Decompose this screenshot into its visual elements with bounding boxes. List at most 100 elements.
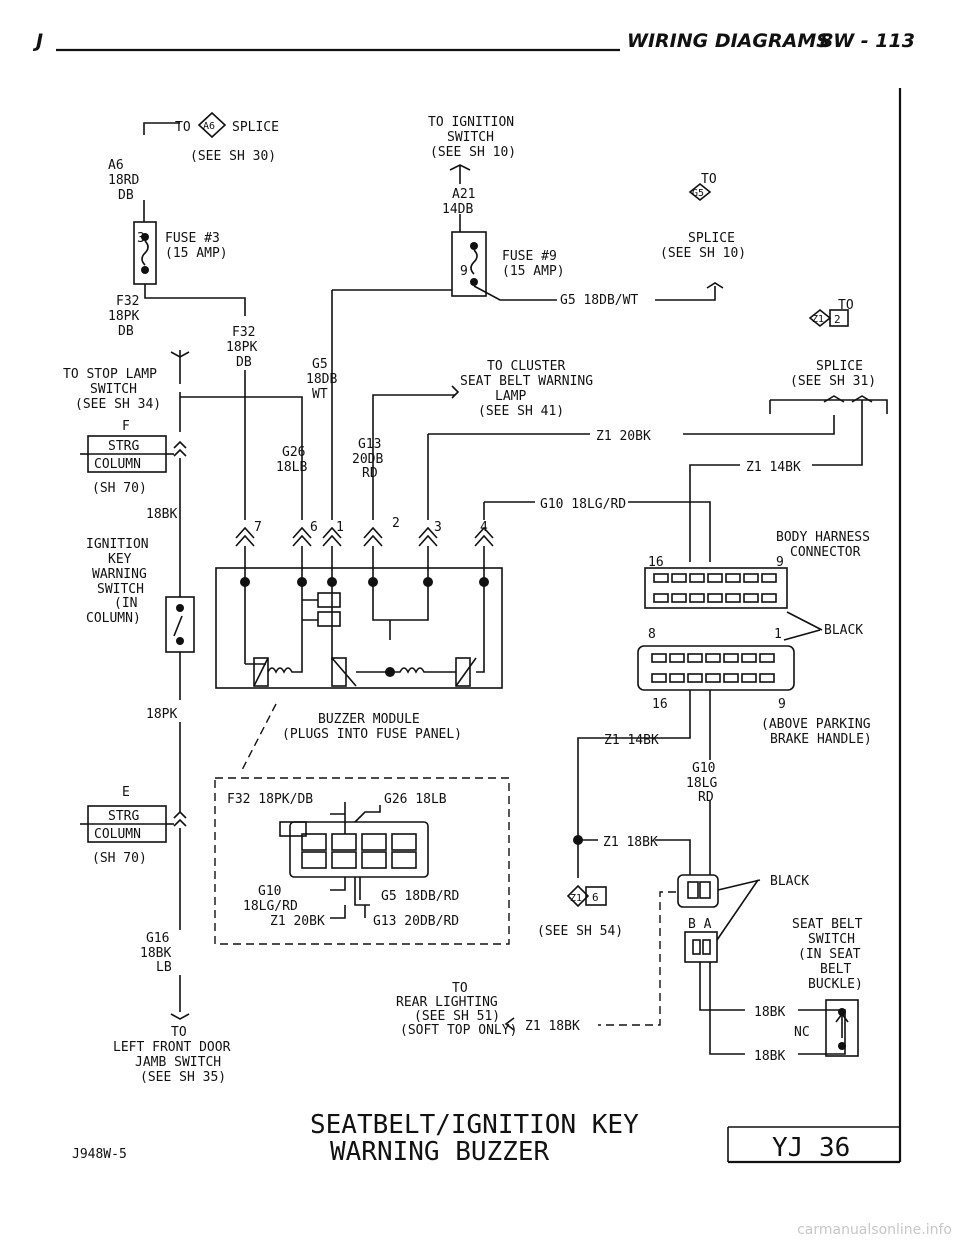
seat-belt-switch (825, 999, 859, 1057)
body-harness-2: CONNECTOR (790, 545, 861, 560)
body-harness-1: BODY HARNESS (776, 530, 870, 545)
ign-key-4: SWITCH (97, 582, 144, 597)
door-4: (SEE SH 35) (140, 1070, 226, 1085)
plug-f32: F32 18PK/DB (227, 792, 313, 807)
a6-splice-diamond (197, 111, 227, 139)
seat-belt-4: BELT (820, 962, 851, 977)
ign-switch-3: (SEE SH 10) (430, 145, 516, 160)
g16-2: 18BK (140, 946, 171, 961)
above-park-2: BRAKE HANDLE) (770, 732, 872, 747)
buzzer-plug-view (214, 777, 510, 945)
fuse9-box (451, 231, 487, 297)
strg-f-1: STRG (108, 439, 139, 454)
g10-wire-3: RD (698, 790, 714, 805)
a21-2: 14DB (442, 202, 473, 217)
conn-8: 8 (648, 627, 656, 642)
f32-left-1: F32 (116, 294, 139, 309)
seat-belt-connector (677, 874, 719, 908)
ba-label: B A (688, 917, 712, 932)
plug-z1: Z1 20BK (270, 914, 325, 929)
seat-belt-3: (IN SEAT (798, 947, 861, 962)
cluster-3: LAMP (495, 389, 526, 404)
z16-b: 6 (592, 891, 599, 904)
sh70-f: (SH 70) (92, 481, 147, 496)
pin-2: 2 (392, 516, 400, 531)
plug-g10-2: 18LG/RD (243, 899, 298, 914)
g5-wire-1: G5 (312, 357, 328, 372)
z1-18bk-dash: Z1 18BK (525, 1019, 580, 1034)
pin-6: 6 (310, 520, 318, 535)
ign-switch-1: TO IGNITION (428, 115, 514, 130)
z12-a: Z1 (812, 314, 824, 325)
buzzer-module-box (215, 567, 503, 689)
plug-g5: G5 18DB/RD (381, 889, 459, 904)
f32-left-3: DB (118, 324, 134, 339)
rear-light-4: (SOFT TOP ONLY) (400, 1023, 517, 1038)
a6-splice-label: SPLICE (232, 120, 279, 135)
buzzer-1: BUZZER MODULE (318, 712, 420, 727)
ign-key-1: IGNITION (86, 537, 149, 552)
header-left: J (36, 30, 44, 52)
black-1: BLACK (824, 623, 863, 638)
door-3: JAMB SWITCH (135, 1055, 221, 1070)
g13-1: G13 (358, 437, 381, 452)
g10-rd: G10 18LG/RD (540, 497, 626, 512)
cluster-4: (SEE SH 41) (478, 404, 564, 419)
seat-belt-5: BUCKLE) (808, 977, 863, 992)
door-2: LEFT FRONT DOOR (113, 1040, 231, 1055)
stop-lamp-1: TO STOP LAMP (63, 367, 157, 382)
z1-14bk-top: Z1 14BK (746, 460, 801, 475)
watermark: carmanualsonline.info (797, 1222, 952, 1238)
footer-page: YJ 36 (772, 1133, 850, 1163)
see-sh54: (SEE SH 54) (537, 924, 623, 939)
rear-light-3: (SEE SH 51) (414, 1009, 500, 1024)
seat-belt-plug (684, 931, 718, 963)
g5-code: G5 (692, 188, 704, 199)
a6-splice-code: A6 (203, 121, 215, 132)
plug-g10-1: G10 (258, 884, 281, 899)
fuse9-1: FUSE #9 (502, 249, 557, 264)
header-section: 8W - 113 (820, 30, 915, 52)
fuse9-2: (15 AMP) (502, 264, 565, 279)
g16-1: G16 (146, 931, 169, 946)
body-harness-connector (644, 567, 788, 609)
a6-wire-1: A6 (108, 158, 124, 173)
sb-18bk-a: 18BK (754, 1005, 785, 1020)
strg-e-1: STRG (108, 809, 139, 824)
stop-lamp-3: (SEE SH 34) (75, 397, 161, 412)
f32-right-1: F32 (232, 325, 255, 340)
buzzer-pins (235, 526, 494, 547)
g5-splice-1: SPLICE (688, 231, 735, 246)
g13-3: RD (362, 466, 378, 481)
strg-f-pin: F (122, 419, 130, 434)
header-title: WIRING DIAGRAMS (627, 30, 830, 52)
plug-g26: G26 18LB (384, 792, 447, 807)
g5-wire-3: WT (312, 387, 328, 402)
ign-key-5: (IN (114, 596, 137, 611)
g10-wire-2: 18LG (686, 776, 717, 791)
f32-right-2: 18PK (226, 340, 257, 355)
fuse3-label-1: FUSE #3 (165, 231, 220, 246)
door-1: TO (171, 1025, 187, 1040)
pin-3: 3 (434, 520, 442, 535)
pin-1: 1 (336, 520, 344, 535)
cluster-1: TO CLUSTER (487, 359, 565, 374)
black-2: BLACK (770, 874, 809, 889)
rear-light-1: TO (452, 981, 468, 996)
ign-key-6: COLUMN) (86, 611, 141, 626)
fuse3-pin: 3 (137, 231, 145, 246)
z12-b: 2 (834, 313, 841, 326)
conn-1: 1 (774, 627, 782, 642)
ign-key-2: KEY (108, 552, 132, 567)
conn-9a: 9 (776, 555, 784, 570)
ign-key-3: WARNING (92, 567, 147, 582)
z16-a: Z1 (570, 893, 582, 904)
g5-to: TO (701, 172, 717, 187)
fuse3-label-2: (15 AMP) (165, 246, 228, 261)
footer-title-2: WARNING BUZZER (330, 1137, 549, 1167)
g5-wt-label: G5 18DB/WT (560, 293, 638, 308)
g13-2: 20DB (352, 452, 383, 467)
strg-e-2: COLUMN (94, 827, 141, 842)
sb-nc: NC (794, 1025, 810, 1040)
